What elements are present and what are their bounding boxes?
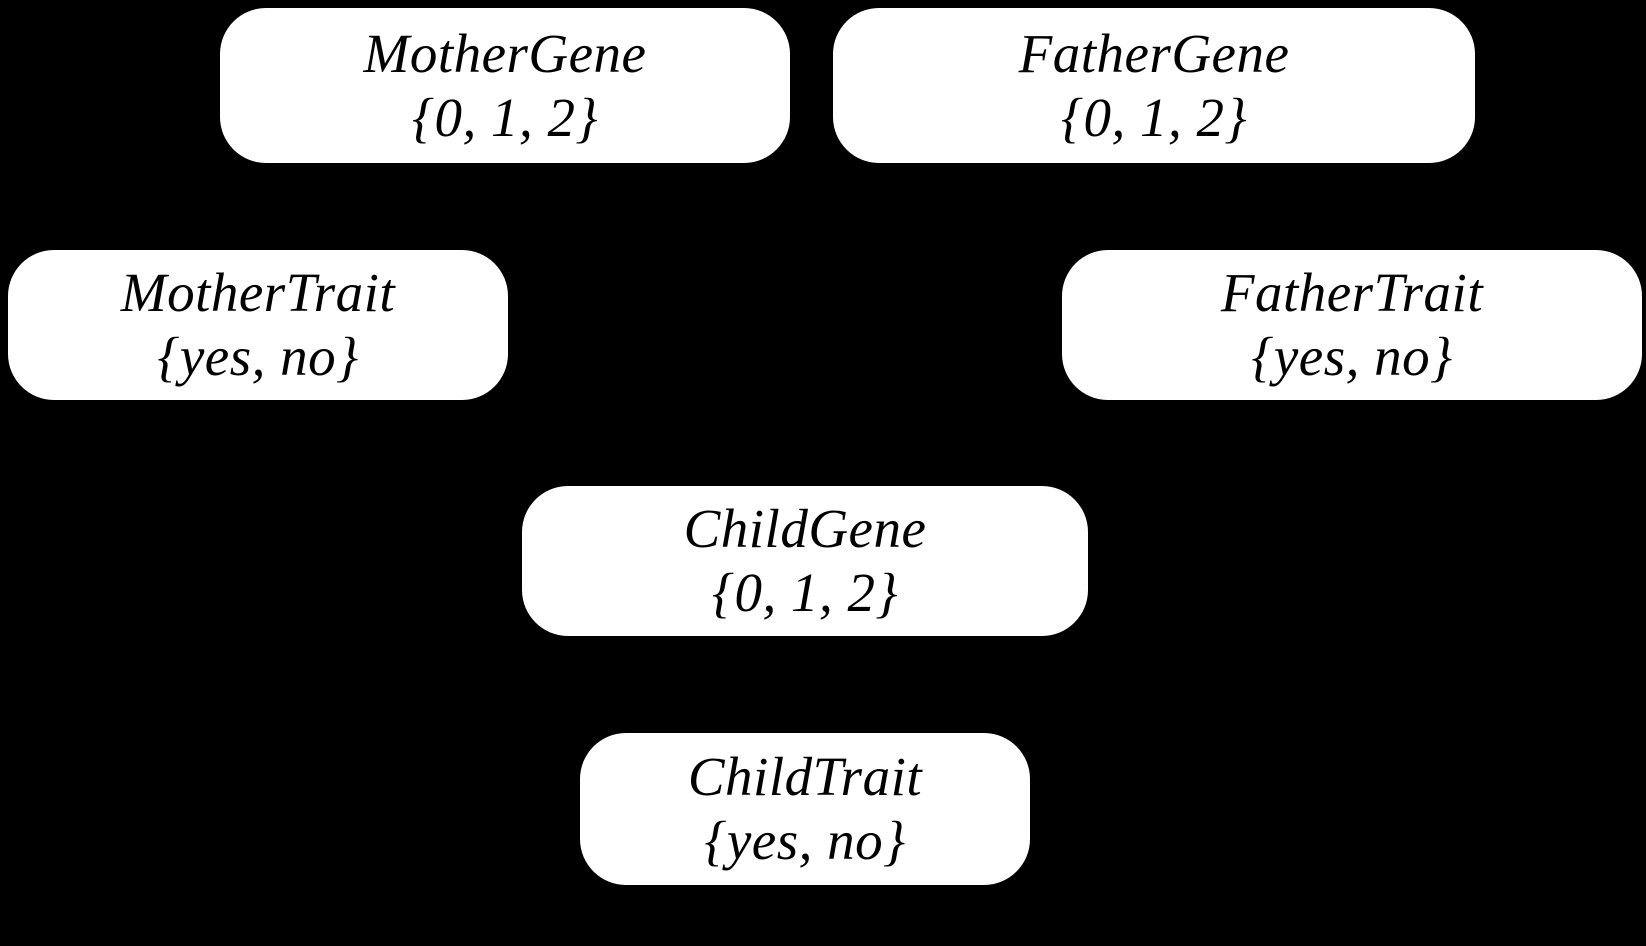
node-child-gene-label: ChildGene (683, 498, 927, 560)
node-mother-trait-domain: {yes, no} (157, 326, 359, 387)
node-father-trait-domain: {yes, no} (1251, 326, 1453, 387)
node-father-gene-label: FatherGene (1018, 22, 1290, 84)
node-father-trait-label: FatherTrait (1220, 262, 1484, 324)
node-child-gene-domain: {0, 1, 2} (712, 562, 898, 623)
node-mother-trait[interactable]: MotherTrait {yes, no} (8, 250, 508, 400)
node-mother-gene-domain: {0, 1, 2} (412, 86, 598, 148)
node-child-trait-label: ChildTrait (687, 746, 923, 808)
node-mother-gene[interactable]: MotherGene {0, 1, 2} (220, 8, 790, 163)
node-father-gene-domain: {0, 1, 2} (1061, 86, 1247, 148)
node-mother-trait-label: MotherTrait (120, 262, 396, 324)
node-father-trait[interactable]: FatherTrait {yes, no} (1062, 250, 1642, 400)
node-child-trait[interactable]: ChildTrait {yes, no} (580, 733, 1030, 885)
node-mother-gene-label: MotherGene (363, 22, 647, 84)
node-child-gene[interactable]: ChildGene {0, 1, 2} (522, 486, 1088, 636)
node-father-gene[interactable]: FatherGene {0, 1, 2} (833, 8, 1475, 163)
node-child-trait-domain: {yes, no} (704, 810, 906, 871)
